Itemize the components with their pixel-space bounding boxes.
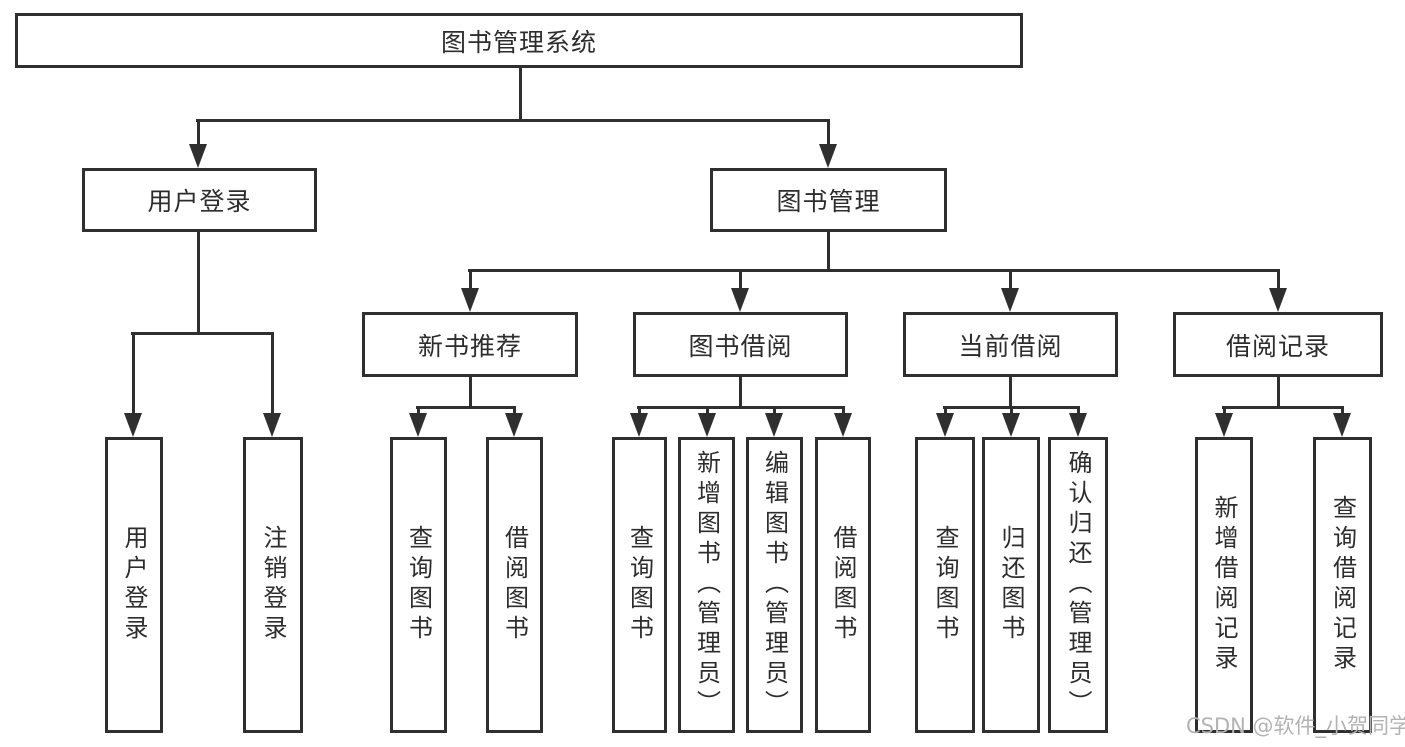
connector [739, 270, 742, 292]
connector [773, 407, 776, 417]
node-label: 用户登录 [120, 525, 148, 645]
arrow-down-icon [1069, 413, 1087, 437]
node-label: 当前借阅 [958, 331, 1063, 361]
connector [827, 232, 830, 272]
leaf-current-query-books: 查询图书 [915, 437, 975, 733]
node-label: 查询图书 [404, 525, 433, 645]
node-label: 图书管理 [776, 187, 881, 216]
connector [132, 333, 135, 417]
connector [197, 120, 200, 148]
leaf-newbook-query-books: 查询图书 [390, 437, 447, 733]
leaf-borrowing-edit-books-admin: 编辑图书（管理员） [746, 437, 803, 733]
leaf-current-confirm-return-admin: 确认归还（管理员） [1048, 437, 1108, 733]
connector [638, 407, 641, 417]
connector [1077, 407, 1080, 417]
node-current-borrowing: 当前借阅 [903, 312, 1118, 377]
node-label: 借阅图书 [500, 525, 529, 645]
arrow-down-icon [263, 413, 281, 437]
arrow-down-icon [1002, 413, 1020, 437]
node-user-login: 用户登录 [82, 168, 317, 232]
connector [417, 407, 420, 417]
node-label: 归还图书 [997, 525, 1025, 645]
connector [1009, 377, 1012, 409]
leaf-logout: 注销登录 [243, 437, 303, 733]
node-label: 查询图书 [625, 525, 654, 645]
connector [196, 119, 830, 122]
leaf-borrowing-borrow-books: 借阅图书 [815, 437, 871, 733]
leaf-borrowing-query-books: 查询图书 [612, 437, 667, 733]
node-label: 借阅图书 [829, 525, 857, 645]
connector [1341, 407, 1344, 417]
arrow-down-icon [936, 413, 954, 437]
connector [1277, 270, 1280, 292]
csdn-watermark: CSDN @软件_小贺同学 [1186, 714, 1405, 738]
arrow-down-icon [698, 413, 716, 437]
node-library-system: 图书管理系统 [15, 13, 1023, 68]
leaf-newbook-borrow-books: 借阅图书 [486, 437, 543, 733]
connector [637, 406, 845, 409]
arrow-down-icon [731, 288, 749, 312]
connector [469, 270, 472, 292]
node-label: 用户登录 [147, 187, 252, 216]
node-label: 借阅记录 [1225, 331, 1330, 361]
node-book-management: 图书管理 [710, 168, 947, 232]
node-label: 确认归还（管理员） [1064, 450, 1092, 720]
connector [468, 269, 1280, 272]
connector [1009, 270, 1012, 292]
connector [197, 232, 200, 335]
connector [827, 120, 830, 148]
connector [271, 333, 274, 417]
arrow-down-icon [765, 413, 783, 437]
arrow-down-icon [1215, 413, 1233, 437]
node-borrowing-records: 借阅记录 [1173, 312, 1383, 377]
leaf-borrowing-add-books-admin: 新增图书（管理员） [678, 437, 735, 733]
arrow-down-icon [1269, 288, 1287, 312]
connector [131, 332, 274, 335]
arrow-down-icon [409, 413, 427, 437]
node-label: 新增图书（管理员） [692, 450, 721, 720]
connector [1010, 407, 1013, 417]
node-label: 编辑图书（管理员） [760, 450, 789, 720]
arrow-down-icon [834, 413, 852, 437]
connector [842, 407, 845, 417]
arrow-down-icon [505, 413, 523, 437]
connector [469, 377, 472, 409]
leaf-records-add-record: 新增借阅记录 [1195, 437, 1253, 733]
node-label: 新增借阅记录 [1210, 495, 1238, 675]
leaf-records-query-record: 查询借阅记录 [1313, 437, 1372, 733]
connector [706, 407, 709, 417]
node-label: 新书推荐 [417, 331, 522, 361]
arrow-down-icon [1001, 288, 1019, 312]
node-new-book-recommend: 新书推荐 [362, 312, 578, 377]
arrow-down-icon [630, 413, 648, 437]
arrow-down-icon [461, 288, 479, 312]
connector [1277, 377, 1280, 409]
node-label: 查询图书 [931, 525, 959, 645]
connector [739, 377, 742, 409]
node-label: 查询借阅记录 [1328, 495, 1357, 675]
arrow-down-icon [189, 144, 207, 168]
arrow-down-icon [124, 413, 142, 437]
node-label: 图书管理系统 [440, 27, 597, 57]
connector [416, 406, 516, 409]
node-label: 图书借阅 [688, 331, 793, 361]
connector [519, 68, 522, 122]
connector [1222, 406, 1344, 409]
node-label: 注销登录 [259, 525, 287, 645]
arrow-down-icon [819, 144, 837, 168]
connector [1223, 407, 1226, 417]
arrow-down-icon [1333, 413, 1351, 437]
node-book-borrowing: 图书借阅 [633, 312, 848, 377]
leaf-user-login: 用户登录 [105, 437, 163, 733]
leaf-current-return-books: 归还图书 [982, 437, 1040, 733]
connector [513, 407, 516, 417]
connector [944, 407, 947, 417]
